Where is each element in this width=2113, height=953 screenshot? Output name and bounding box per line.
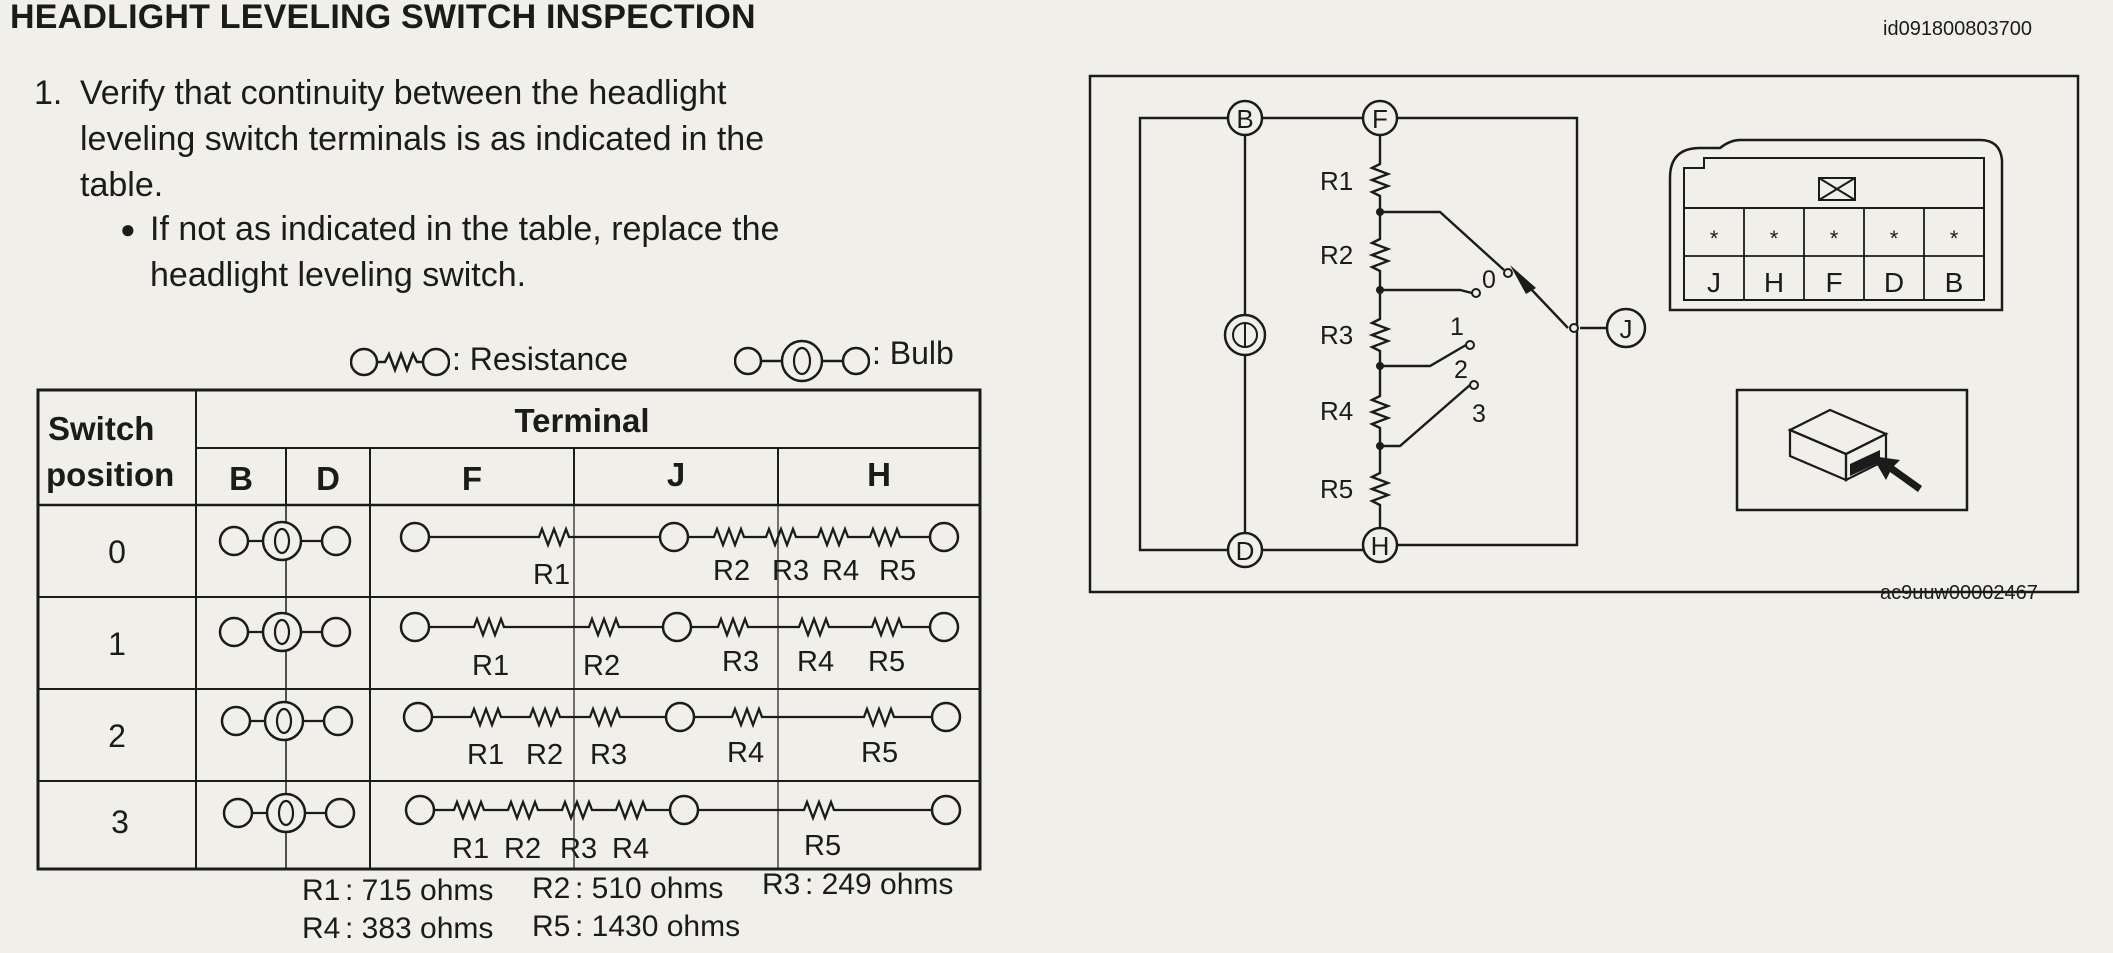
resistor-label: R5 [861,737,898,769]
continuity-path-row-2 [402,701,962,733]
r1-value: : 715 ohms [345,874,494,907]
continuity-path-row-1 [399,611,960,643]
continuity-path-row-0 [399,521,960,553]
connector-view-icon [1735,388,1969,512]
resistor-label: R4 [822,555,859,587]
connector-face [1668,138,2004,312]
bullet-line-1: If not as indicated in the table, replac… [150,210,780,248]
terminal-d-label: D [1236,536,1255,566]
step-line-2: leveling switch terminals is as indicate… [80,120,765,158]
bullet-icon: ● [120,214,136,244]
column-header-h: H [867,456,891,493]
switch-position-label: 2 [1454,356,1468,384]
pin-label-f: F [1825,267,1842,298]
row-position: 1 [108,626,126,662]
step-line-3: table. [80,166,164,204]
page-title: HEADLIGHT LEVELING SWITCH INSPECTION [10,0,756,36]
resistance-symbol-icon [350,347,450,377]
column-header-b: B [229,460,253,497]
resistor-label: R3 [590,739,627,771]
switch-position-label: 1 [1450,313,1464,341]
resistor-label: R5 [804,830,841,862]
column-header-j: J [667,456,685,493]
row-position: 2 [108,718,126,754]
pin-mark: * [1830,226,1839,251]
r5-value: : 1430 ohms [575,910,741,943]
bulb-continuity-icon [222,792,356,834]
pin-mark: * [1890,226,1899,251]
r1-name: R1 [302,874,341,907]
resistor-label: R4 [797,646,834,678]
resistor-label: R2 [526,739,563,771]
pin-label-d: D [1884,267,1904,298]
bulb-icon [1223,313,1267,357]
resistor-label: R1 [533,559,570,591]
figure-id: ac9uuw00002467 [1880,582,2038,604]
terminal-group-header: Terminal [514,402,649,439]
r3-value: : 249 ohms [805,868,954,901]
resistor-label: R1 [472,650,509,682]
column-header-f: F [462,460,482,497]
bulb-continuity-icon [220,700,354,742]
legend-bulb-label: : Bulb [872,335,954,371]
resistor-label: R1 [467,739,504,771]
resistor-label: R5 [868,646,905,678]
terminal-h-label: H [1371,531,1390,561]
switch-position-label: 3 [1472,400,1486,428]
resistor-label: R5 [879,555,916,587]
pin-label-h: H [1764,267,1784,298]
step-line-1: Verify that continuity between the headl… [80,74,727,112]
r2-value: : 510 ohms [575,872,724,905]
step-number: 1. [34,74,63,112]
legend-resistance-label: : Resistance [452,341,629,377]
corner-header-line-1: Switch [48,410,154,447]
pin-label-b: B [1945,267,1964,298]
resistor-label: R2 [583,650,620,682]
column-header-d: D [316,460,340,497]
pin-mark: * [1950,226,1959,251]
resistor-label: R4 [727,737,764,769]
resistor-label: R3 [772,555,809,587]
switch-position-label: 0 [1482,266,1496,294]
bulb-symbol-icon [734,339,870,383]
diagram-resistor-label: R3 [1320,320,1353,350]
resistor-label: R2 [504,833,541,865]
row-position: 0 [108,534,126,570]
pin-label-j: J [1707,267,1721,298]
resistor-label: R3 [722,646,759,678]
diagram-frame [1088,74,2080,594]
circuit-diagram: B F D H J R1 R2 R3 R4 R5 0 1 2 3 * * * *… [1088,74,2080,594]
r5-name: R5 [532,910,571,943]
document-id: id091800803700 [1883,18,2033,40]
resistor-label: R1 [452,833,489,865]
pin-mark: * [1770,226,1779,251]
resistor-label: R4 [612,833,649,865]
continuity-table: Switch position Terminal B D F J H 0 R1 … [36,388,982,871]
diagram-resistor-label: R5 [1320,474,1353,504]
bulb-continuity-icon [218,520,352,562]
row-position: 3 [111,804,129,840]
terminal-j-label: J [1620,314,1633,344]
terminal-f-label: F [1372,104,1388,134]
r4-name: R4 [302,912,341,945]
diagram-resistor-label: R2 [1320,240,1353,270]
continuity-path-row-3 [404,794,962,826]
diagram-resistor-label: R4 [1320,396,1353,426]
diagram-resistor-label: R1 [1320,166,1353,196]
bulb-continuity-icon [218,611,352,653]
r4-value: : 383 ohms [345,912,494,945]
resistor-label: R3 [560,833,597,865]
resistor-label: R2 [713,555,750,587]
corner-header-line-2: position [46,456,174,493]
terminal-b-label: B [1236,104,1253,134]
r2-name: R2 [532,872,571,905]
bullet-line-2: headlight leveling switch. [150,256,527,294]
pin-mark: * [1710,226,1719,251]
r3-name: R3 [762,868,801,901]
